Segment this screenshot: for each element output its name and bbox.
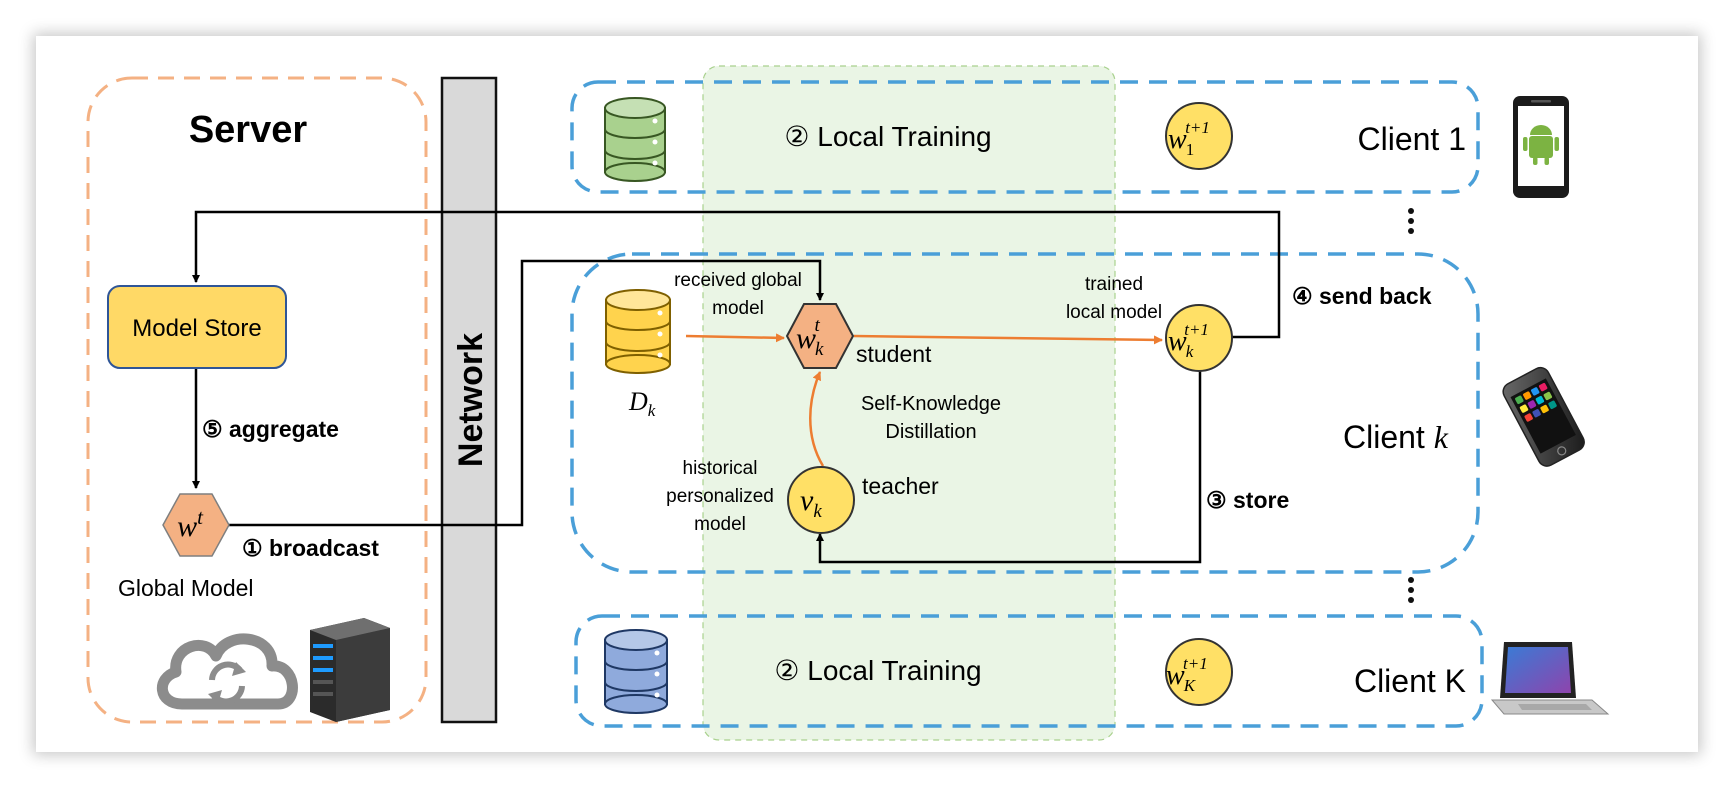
trained-model-circle <box>1165 304 1233 372</box>
android-phone-icon <box>1513 96 1569 198</box>
client-1-local-training: ② Local Training <box>784 121 991 152</box>
global-model-label: Global Model <box>118 575 254 601</box>
aggregate-label: ⑤ aggregate <box>202 416 339 442</box>
store-label: ③ store <box>1206 487 1289 513</box>
trained-model-label-line1: trained <box>1085 274 1143 295</box>
ellipsis-dots-lower <box>1408 577 1414 603</box>
received-model-label-line2: model <box>712 298 764 319</box>
dataset-to-student-arrow <box>685 333 785 343</box>
network-label: Network <box>452 333 490 467</box>
client-1-weight-circle <box>1165 102 1233 170</box>
database-icon <box>604 97 666 182</box>
cloud-sync-icon <box>156 633 298 710</box>
model-store-box <box>107 285 287 369</box>
laptop-icon <box>1490 642 1610 715</box>
historical-label-line2: personalized <box>666 486 774 507</box>
database-icon <box>605 289 671 374</box>
client-K-box <box>574 614 1484 728</box>
received-model-label-line1: received global <box>674 270 802 291</box>
store-arrow <box>816 370 1202 564</box>
server-tower-icon <box>310 618 390 722</box>
client-K-name: Client K <box>1354 663 1466 699</box>
trained-model-symbol: wkt+1 <box>1168 320 1209 361</box>
historical-label-line1: historical <box>683 458 758 479</box>
dataset-symbol: Dk <box>628 387 656 420</box>
broadcast-arrow <box>228 259 824 527</box>
client-K-local-training: ② Local Training <box>774 655 981 686</box>
client-K-weight-circle <box>1165 638 1233 706</box>
client-k-name: Client k <box>1343 419 1449 455</box>
global-model-symbol: wt <box>177 505 204 543</box>
server-title: Server <box>189 109 308 151</box>
database-icon <box>604 629 668 714</box>
student-to-trained-arrow <box>853 334 1163 345</box>
client-K-weight-symbol: wKt+1 <box>1166 654 1208 695</box>
student-label: student <box>856 341 932 367</box>
model-store-label: Model Store <box>132 315 261 342</box>
teacher-circle <box>787 466 855 534</box>
broadcast-label: ① broadcast <box>242 535 379 561</box>
server-box <box>86 76 428 724</box>
distillation-arrow <box>809 371 825 467</box>
student-symbol: wkt <box>796 315 824 360</box>
teacher-symbol: vk <box>800 484 822 522</box>
client-k-box <box>570 252 1480 574</box>
global-model-hexagon <box>162 493 230 557</box>
network-bar <box>440 76 498 724</box>
send-back-label: ④ send back <box>1292 283 1432 309</box>
historical-label-line3: model <box>694 514 746 535</box>
ellipsis-dots-upper <box>1408 208 1414 234</box>
student-hexagon <box>785 303 855 369</box>
teacher-label: teacher <box>862 473 939 499</box>
send-back-arrow <box>192 210 1281 339</box>
trained-model-label-line2: local model <box>1066 302 1162 323</box>
iphone-icon <box>1502 366 1585 467</box>
client-1-name: Client 1 <box>1358 121 1467 157</box>
client-1-box <box>570 80 1480 194</box>
skd-label-line1: Self-Knowledge <box>861 393 1001 415</box>
skd-label-line2: Distillation <box>885 421 976 443</box>
client-1-weight-symbol: w1t+1 <box>1168 118 1210 159</box>
